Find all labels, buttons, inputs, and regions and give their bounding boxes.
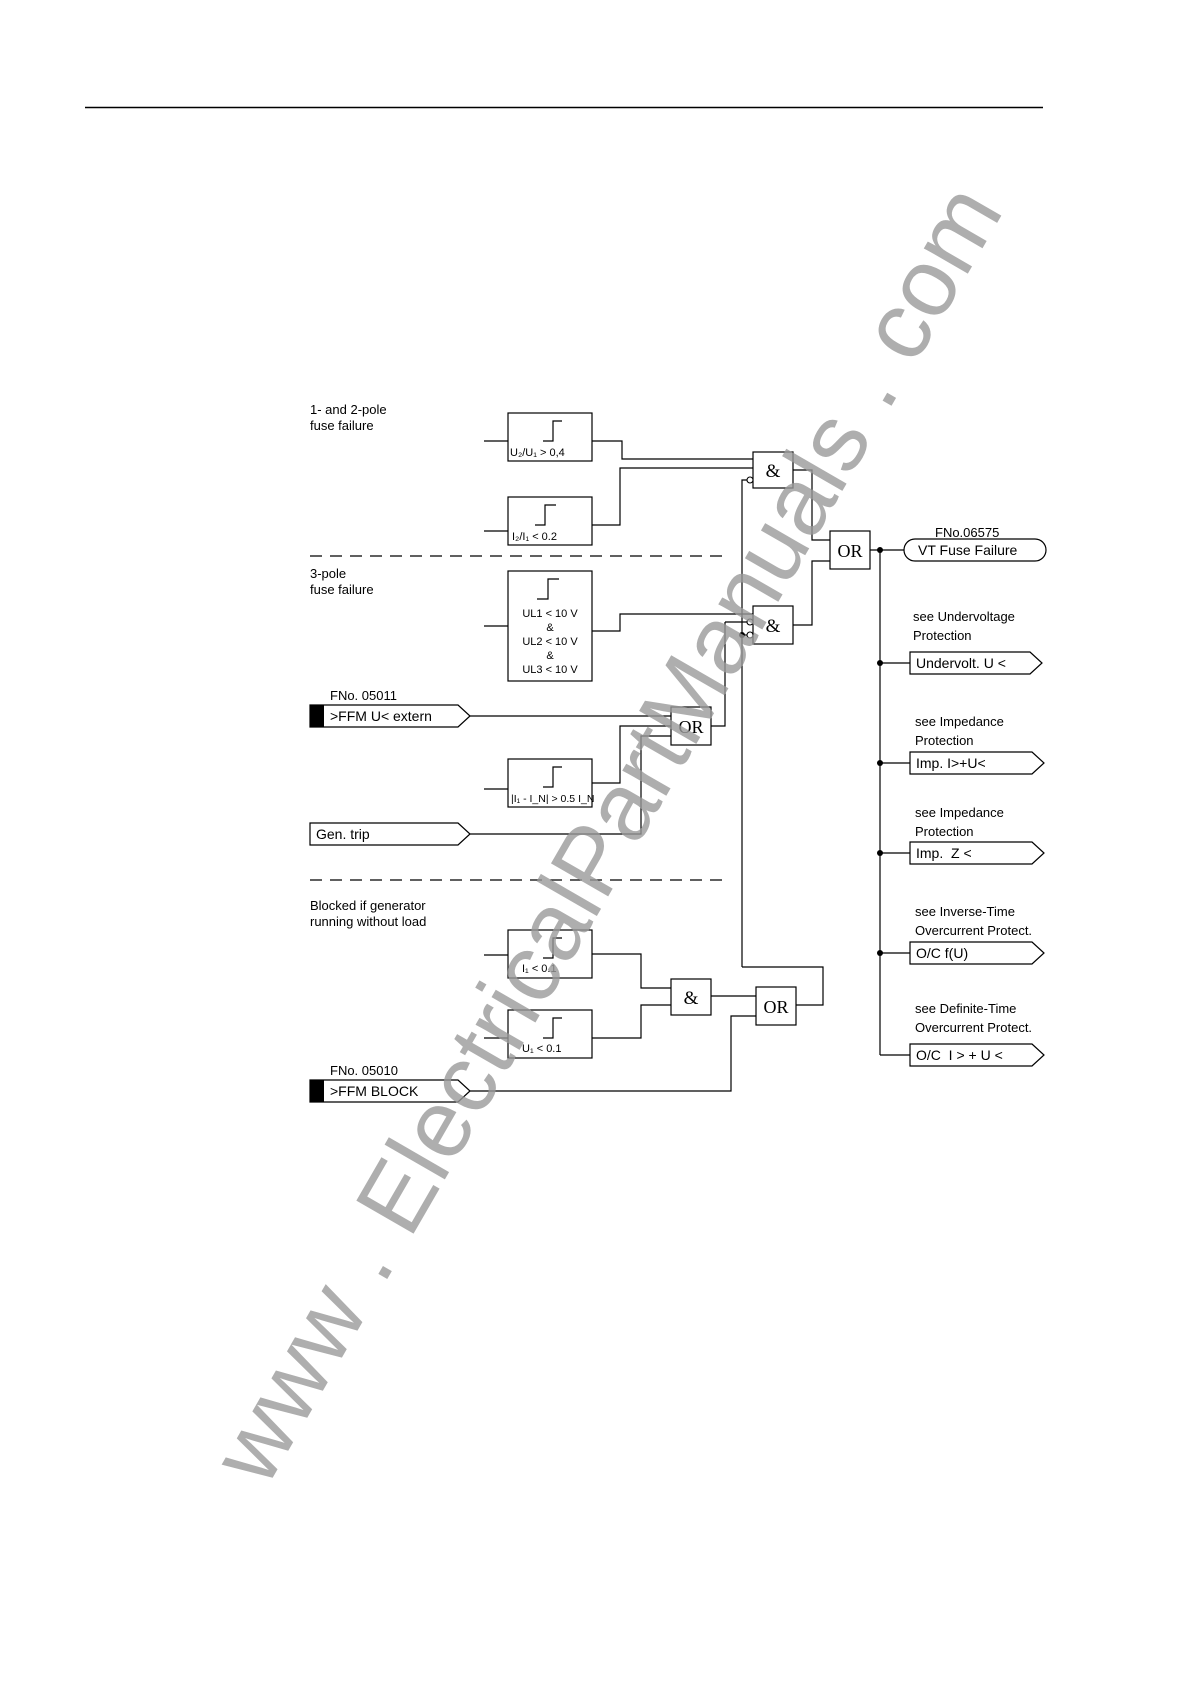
section-label-12pole-line1: 1- and 2-pole (310, 402, 387, 417)
threshold-label-i2i1: I₂/I₁ < 0.2 (512, 531, 557, 543)
output-note-5-line2: Overcurrent Protect. (915, 1020, 1032, 1035)
output-note-2-line1: see Impedance (915, 714, 1004, 729)
threshold-label-ul2: UL2 < 10 V (522, 636, 578, 648)
output-label-1: Undervolt. U < (916, 655, 1006, 671)
input-label-extern: >FFM U< extern (330, 708, 432, 724)
section-label-3pole-line1: 3-pole (310, 566, 346, 581)
section-label-12pole-line2: fuse failure (310, 418, 374, 433)
junction-dot-bus-2 (877, 760, 883, 766)
and-gate-3: & (670, 978, 712, 1016)
output-label-vt-fuse-failure: VT Fuse Failure (918, 542, 1018, 558)
block-fno: FNo. 05010 (330, 1063, 398, 1078)
section-label-blocked-line1: Blocked if generator (310, 898, 426, 913)
threshold-block-ul: UL1 < 10 V & UL2 < 10 V & UL3 < 10 V (507, 570, 593, 682)
output-flag-5: O/C I > + U < (909, 1043, 1045, 1067)
output-note-3-line2: Protection (915, 824, 974, 839)
threshold-block-u1: U₁ < 0.1 (507, 1009, 593, 1059)
output-note-2-line2: Protection (915, 733, 974, 748)
junction-dot-bus-1 (877, 660, 883, 666)
output-label-5: O/C I > + U < (916, 1047, 1003, 1063)
or-gate-block: OR (755, 986, 797, 1026)
input-flag-extern: >FFM U< extern (309, 704, 471, 728)
and-gate-2-label: & (766, 616, 781, 637)
and-gate-3-label: & (684, 988, 699, 1009)
output-label-2: Imp. I>+U< (916, 755, 986, 771)
output-note-1-line1: see Undervoltage (913, 609, 1015, 624)
output-flag-4: O/C f(U) (909, 941, 1045, 965)
threshold-label-i1: I₁ < 0.1 (522, 963, 557, 975)
or-gate-block-label: OR (763, 997, 788, 1017)
section-label-3pole-line2: fuse failure (310, 582, 374, 597)
output-note-4-line1: see Inverse-Time (915, 904, 1015, 919)
and-gate-2: & (752, 605, 794, 645)
negation-and1 (746, 476, 754, 484)
input-label-gentrip: Gen. trip (316, 826, 370, 842)
threshold-label-ul-and1: & (546, 622, 554, 634)
output-flag-2: Imp. I>+U< (909, 751, 1045, 775)
output-note-1-line2: Protection (913, 628, 972, 643)
threshold-block-i1: I₁ < 0.1 (507, 929, 593, 979)
input-flag-block: >FFM BLOCK (309, 1079, 471, 1103)
or-gate-main: OR (829, 530, 871, 570)
output-note-5-line1: see Definite-Time (915, 1001, 1016, 1016)
fuse-failure-fno: FNo.06575 (935, 525, 999, 540)
output-label-4: O/C f(U) (916, 945, 968, 961)
wiring (470, 440, 910, 1092)
input-flag-gentrip: Gen. trip (309, 822, 471, 846)
junction-dot-bus-3 (877, 850, 883, 856)
junction-dot-block (739, 632, 745, 638)
threshold-label-u1: U₁ < 0.1 (522, 1043, 561, 1055)
junction-dot-bus-top (877, 547, 883, 553)
threshold-block-i1in: |I₁ - I_N| > 0.5 I_N (507, 758, 594, 808)
output-flag-1: Undervolt. U < (909, 651, 1043, 675)
output-label-3: Imp. Z < (916, 845, 972, 861)
threshold-label-ul3: UL3 < 10 V (522, 664, 578, 676)
negation-and2-b (746, 631, 754, 639)
threshold-label-i1in: |I₁ - I_N| > 0.5 I_N (511, 793, 594, 805)
threshold-block-i2i1: I₂/I₁ < 0.2 (507, 496, 593, 546)
threshold-label-ul1: UL1 < 10 V (522, 608, 578, 620)
extern-fno: FNo. 05011 (330, 688, 397, 703)
negation-and2-a (746, 618, 754, 626)
threshold-block-u2u1: U₂/U₁ > 0,4 (507, 412, 593, 462)
or-gate-main-label: OR (837, 541, 862, 561)
or-gate-extern-label: OR (678, 717, 703, 737)
input-label-block: >FFM BLOCK (330, 1083, 419, 1099)
section-label-blocked-line2: running without load (310, 914, 426, 929)
output-note-4-line2: Overcurrent Protect. (915, 923, 1032, 938)
output-note-3-line1: see Impedance (915, 805, 1004, 820)
threshold-label-ul-and2: & (546, 650, 554, 662)
threshold-label-u2u1: U₂/U₁ > 0,4 (510, 447, 565, 459)
and-gate-1: & (752, 451, 794, 489)
output-vt-fuse-failure: VT Fuse Failure (903, 538, 1047, 562)
and-gate-1-label: & (766, 461, 781, 482)
output-flag-3: Imp. Z < (909, 841, 1045, 865)
junction-dot-bus-4 (877, 950, 883, 956)
